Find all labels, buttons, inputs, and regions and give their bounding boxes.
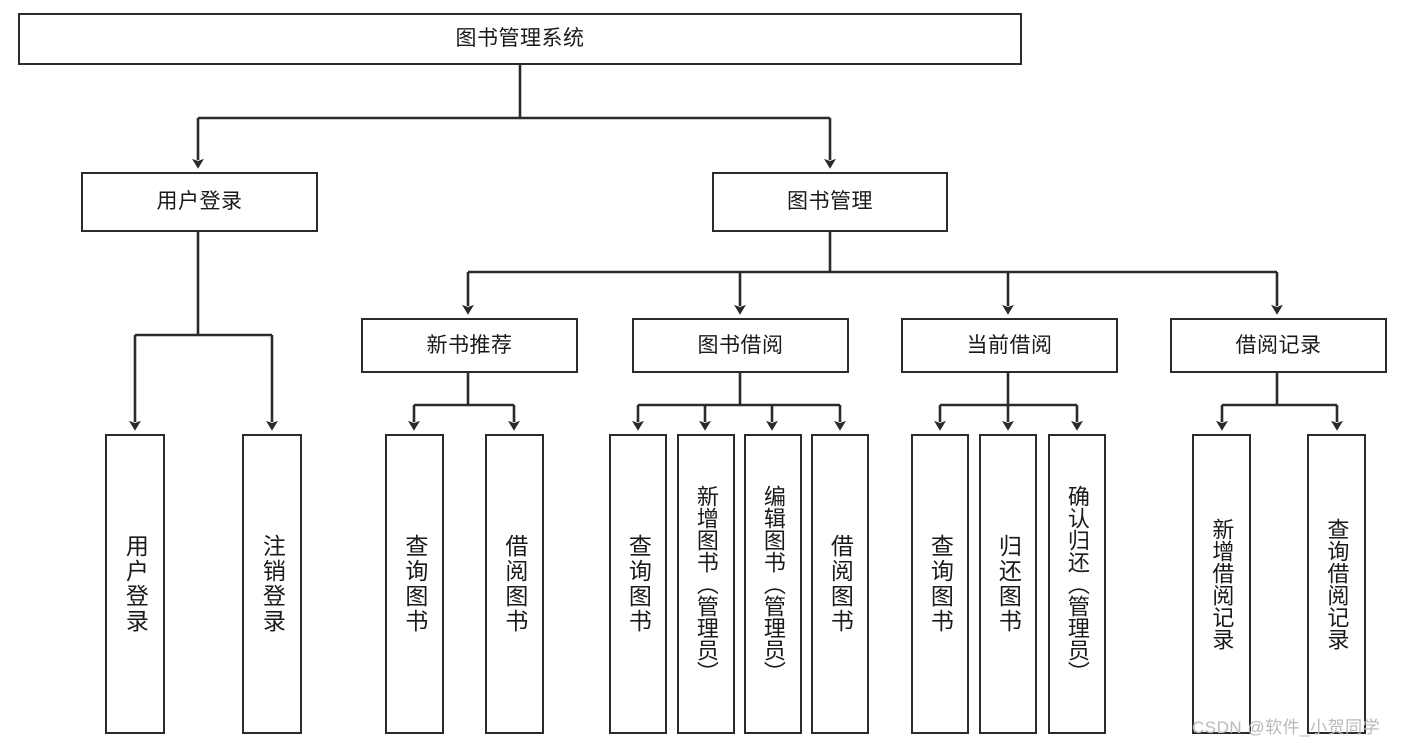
- node-book-manage[interactable]: 图书管理: [712, 172, 948, 232]
- leaf-return-book[interactable]: 归还图书: [979, 434, 1037, 734]
- node-label: 编辑图书（管理员）: [760, 485, 786, 683]
- node-label: 新增借阅记录: [1209, 518, 1235, 650]
- node-label: 图书管理系统: [455, 27, 585, 51]
- leaf-add-borrow-record[interactable]: 新增借阅记录: [1192, 434, 1251, 734]
- node-label: 用户登录: [156, 190, 243, 214]
- node-label: 借阅图书: [501, 534, 528, 634]
- node-book-borrow[interactable]: 图书借阅: [632, 318, 849, 373]
- leaf-query-book-new-rec[interactable]: 查询图书: [385, 434, 444, 734]
- node-label: 新增图书（管理员）: [693, 485, 719, 683]
- node-label: 借阅图书: [827, 534, 854, 634]
- leaf-edit-book-admin[interactable]: 编辑图书（管理员）: [744, 434, 802, 734]
- node-label: 借阅记录: [1235, 333, 1322, 357]
- node-label: 查询借阅记录: [1324, 518, 1350, 650]
- node-user-login[interactable]: 用户登录: [81, 172, 318, 232]
- leaf-query-book-current[interactable]: 查询图书: [911, 434, 969, 734]
- node-label: 新书推荐: [426, 333, 513, 357]
- leaf-logout[interactable]: 注销登录: [242, 434, 302, 734]
- leaf-query-book-borrow[interactable]: 查询图书: [609, 434, 667, 734]
- node-label: 图书管理: [787, 190, 873, 214]
- leaf-confirm-return-admin[interactable]: 确认归还（管理员）: [1048, 434, 1106, 734]
- leaf-add-book-admin[interactable]: 新增图书（管理员）: [677, 434, 735, 734]
- node-label: 图书借阅: [697, 333, 784, 357]
- node-label: 当前借阅: [966, 333, 1053, 357]
- leaf-query-borrow-record[interactable]: 查询借阅记录: [1307, 434, 1366, 734]
- node-label: 用户登录: [122, 534, 149, 634]
- node-label: 查询图书: [927, 534, 954, 634]
- leaf-user-login[interactable]: 用户登录: [105, 434, 165, 734]
- leaf-borrow-book-new-rec[interactable]: 借阅图书: [485, 434, 544, 734]
- node-root-system[interactable]: 图书管理系统: [18, 13, 1022, 65]
- leaf-borrow-book[interactable]: 借阅图书: [811, 434, 869, 734]
- node-label: 查询图书: [401, 534, 428, 634]
- node-label: 注销登录: [259, 534, 286, 634]
- node-label: 查询图书: [625, 534, 652, 634]
- watermark-text: CSDN @软件_小贺同学: [1192, 718, 1381, 737]
- node-label: 归还图书: [995, 534, 1022, 634]
- node-borrow-record[interactable]: 借阅记录: [1170, 318, 1387, 373]
- node-new-book-recommend[interactable]: 新书推荐: [361, 318, 578, 373]
- node-current-borrow[interactable]: 当前借阅: [901, 318, 1118, 373]
- node-label: 确认归还（管理员）: [1064, 485, 1090, 683]
